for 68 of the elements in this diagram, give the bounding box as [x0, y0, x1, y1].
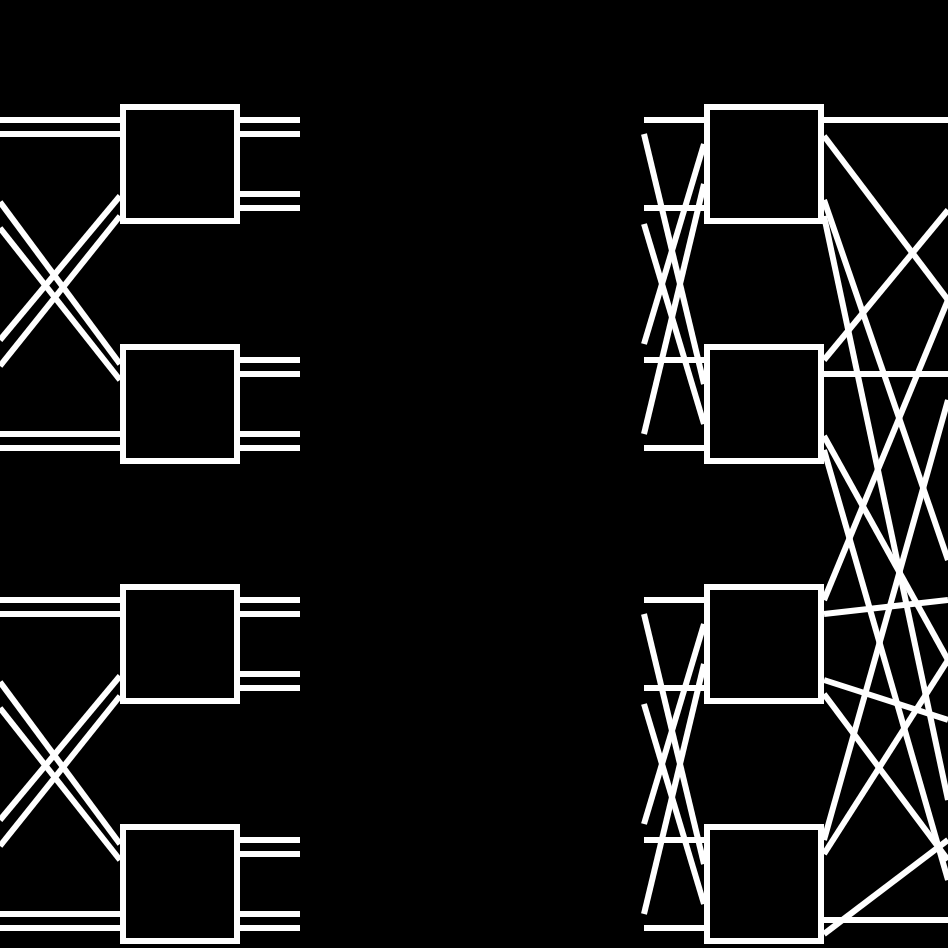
- connector-line: [821, 208, 948, 362]
- connector-line: [824, 117, 948, 123]
- connector-line: [641, 613, 707, 865]
- box: [704, 824, 824, 944]
- box: [704, 584, 824, 704]
- connector-line: [240, 851, 300, 857]
- connector-line: [240, 191, 300, 197]
- connector-line: [641, 623, 707, 825]
- connector-line: [824, 371, 948, 377]
- connector-line: [824, 917, 948, 923]
- connector-line: [240, 205, 300, 211]
- connector-line: [641, 663, 707, 915]
- connector-line: [644, 117, 704, 123]
- connector-line: [641, 703, 707, 905]
- box: [704, 344, 824, 464]
- connector-line: [0, 706, 123, 862]
- connector-line: [240, 925, 300, 931]
- connector-line: [821, 215, 948, 801]
- connector-line: [641, 183, 707, 435]
- connector-line: [644, 205, 704, 211]
- connector-line: [644, 445, 704, 451]
- connector-line: [821, 298, 948, 602]
- connector-line: [821, 199, 948, 561]
- box: [704, 104, 824, 224]
- connector-line: [823, 597, 948, 617]
- box: [120, 584, 240, 704]
- connector-line: [0, 194, 123, 342]
- connector-line: [0, 117, 120, 123]
- box: [120, 824, 240, 944]
- connector-line: [0, 131, 120, 137]
- connector-line: [0, 445, 120, 451]
- connector-line: [821, 449, 948, 881]
- connector-line: [240, 357, 300, 363]
- connector-line: [821, 692, 948, 862]
- box: [120, 104, 240, 224]
- connector-line: [641, 133, 707, 385]
- connector-line: [0, 611, 120, 617]
- connector-line: [641, 143, 707, 345]
- connector-line: [240, 371, 300, 377]
- connector-line: [240, 837, 300, 843]
- connector-line: [822, 837, 948, 937]
- connector-line: [644, 837, 704, 843]
- connector-line: [644, 597, 704, 603]
- connector-line: [240, 911, 300, 917]
- connector-line: [0, 597, 120, 603]
- connector-line: [821, 134, 948, 302]
- connector-line: [0, 226, 123, 382]
- connector-line: [823, 677, 948, 723]
- connector-line: [821, 434, 948, 662]
- connector-line: [641, 223, 707, 425]
- connector-line: [240, 611, 300, 617]
- connector-line: [0, 431, 120, 437]
- connector-line: [644, 357, 704, 363]
- connector-line: [240, 117, 300, 123]
- connector-line: [240, 445, 300, 451]
- connector-line: [0, 925, 120, 931]
- connector-line: [240, 597, 300, 603]
- connector-line: [821, 399, 948, 841]
- box: [120, 344, 240, 464]
- connector-line: [644, 925, 704, 931]
- connector-line: [0, 674, 123, 822]
- connector-line: [644, 685, 704, 691]
- connector-line: [240, 431, 300, 437]
- connector-line: [0, 911, 120, 917]
- connector-line: [240, 685, 300, 691]
- connector-line: [821, 658, 948, 856]
- connector-line: [240, 671, 300, 677]
- connector-line: [240, 131, 300, 137]
